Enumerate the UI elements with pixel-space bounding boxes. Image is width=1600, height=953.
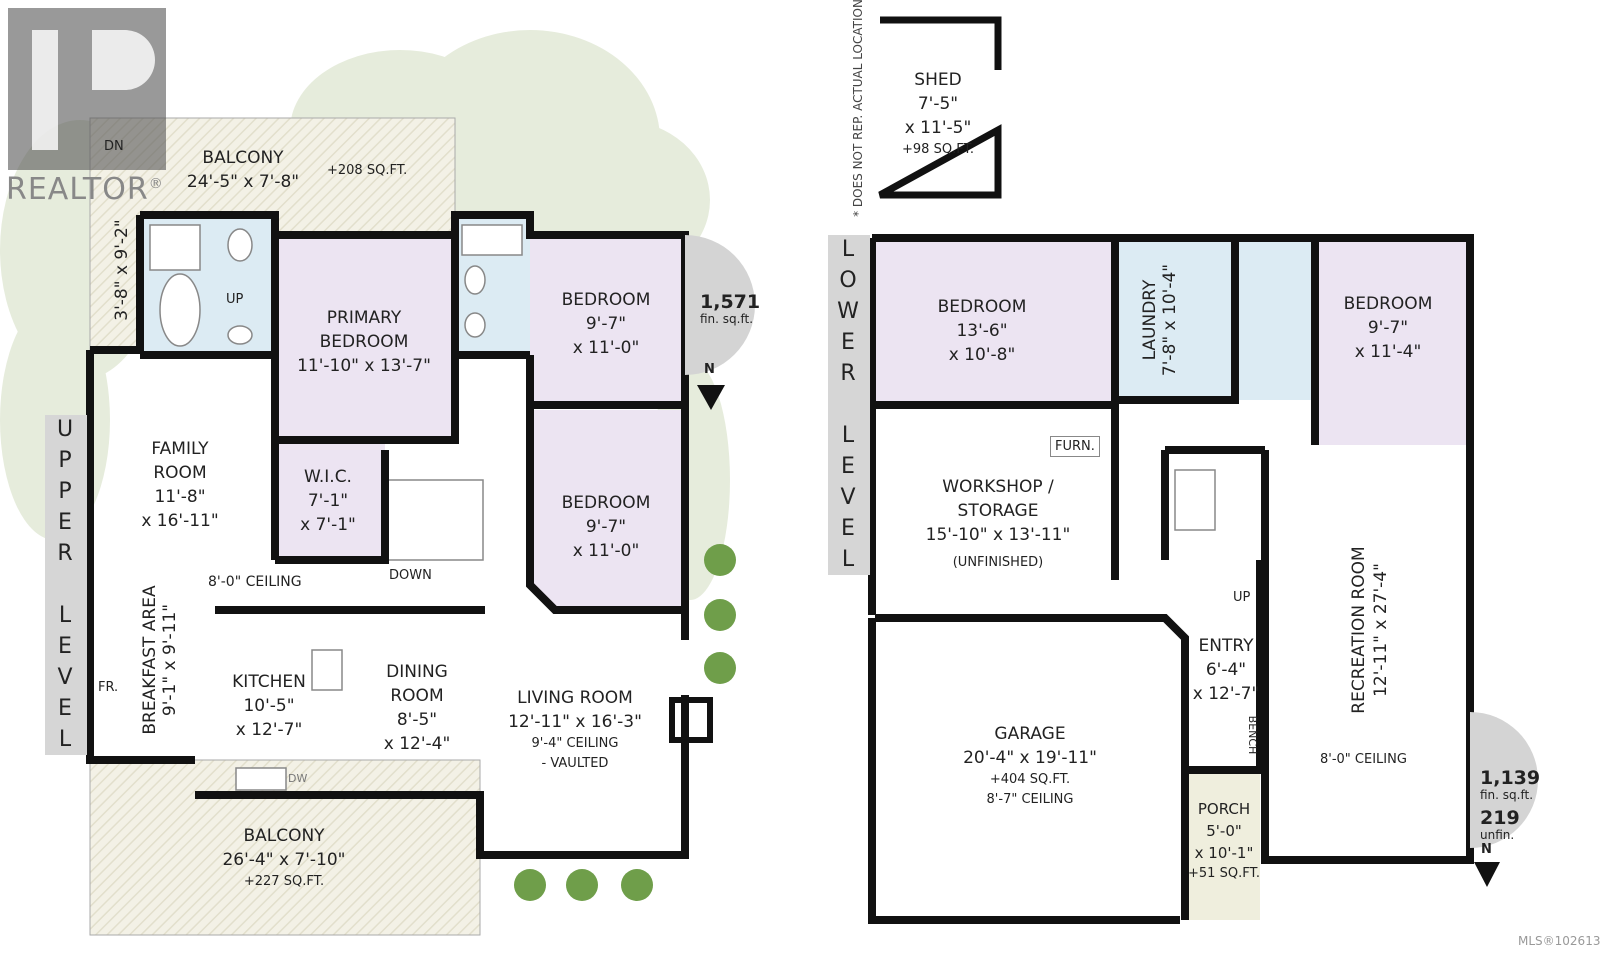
lower-area-badge (1470, 712, 1538, 848)
level-letter (62, 572, 71, 598)
level-letter: U (56, 417, 76, 443)
bath-up-label: UP (226, 292, 244, 307)
level-letter: E (58, 695, 74, 721)
level-letter: O (839, 268, 859, 294)
level-letter: R (57, 541, 75, 567)
family-ceiling: 8'-0" CEILING (208, 574, 302, 590)
level-letter: E (841, 453, 857, 479)
laundry-room (1115, 240, 1315, 400)
fireplace (669, 697, 713, 743)
recreation-ceiling: 8'-0" CEILING (1320, 752, 1407, 767)
furnace-label: FURN. (1050, 436, 1100, 457)
fridge-label: FR. (98, 680, 119, 695)
north-arrow-lower (1474, 862, 1500, 887)
level-letter: P (58, 448, 74, 474)
lower-walls (868, 234, 1474, 924)
level-letter: L (58, 726, 74, 752)
dishwasher-label: DW (288, 772, 308, 785)
level-letter: E (58, 633, 74, 659)
lower-bedroom-left-room (875, 240, 1115, 405)
bedroom-2-room (530, 410, 685, 610)
level-letter: P (58, 479, 74, 505)
stair-down-label: DOWN (389, 568, 432, 583)
level-letter: E (58, 510, 74, 536)
shrubs (514, 544, 736, 901)
level-letter: L (841, 422, 857, 448)
level-letter: V (840, 484, 858, 510)
porch-area (1187, 772, 1260, 920)
bedroom-1-room (530, 235, 685, 405)
stair-up-label: UP (1233, 590, 1251, 605)
shed-walls (878, 16, 1002, 199)
level-letter: E (841, 330, 857, 356)
wic-label: W.I.C.7'-1"x 7'-1" (300, 467, 356, 535)
north-arrow-upper (697, 385, 725, 410)
upper-walls (86, 211, 689, 859)
level-letter (845, 392, 854, 418)
shed-location-note: * DOES NOT REP. ACTUAL LOCATION (851, 0, 865, 217)
level-letter: W (837, 299, 861, 325)
side-balcony-dims: 3'-8" x 9'-2" (112, 219, 132, 321)
wic-room (275, 440, 385, 560)
level-letter: L (58, 602, 74, 628)
north-label-lower: N (1481, 842, 1492, 857)
stair-dn-label: DN (104, 139, 124, 154)
bench-label: BENCH (1246, 715, 1259, 755)
upper-area-badge (685, 235, 755, 375)
level-letter: L (841, 546, 857, 572)
balcony-top-area: +208 SQ.FT. (327, 163, 408, 178)
primary-bedroom-room (275, 235, 455, 440)
level-letter: R (840, 361, 858, 387)
north-label-upper: N (704, 362, 715, 377)
lower-bedroom-right-room (1315, 240, 1470, 445)
realtor-logo-text: REALTOR® (6, 172, 164, 207)
level-letter: E (841, 515, 857, 541)
level-letter: L (841, 237, 857, 263)
mls-number: MLS®1026139 (1518, 934, 1600, 948)
realtor-logo-mark (8, 8, 166, 170)
level-letter: V (57, 664, 75, 690)
